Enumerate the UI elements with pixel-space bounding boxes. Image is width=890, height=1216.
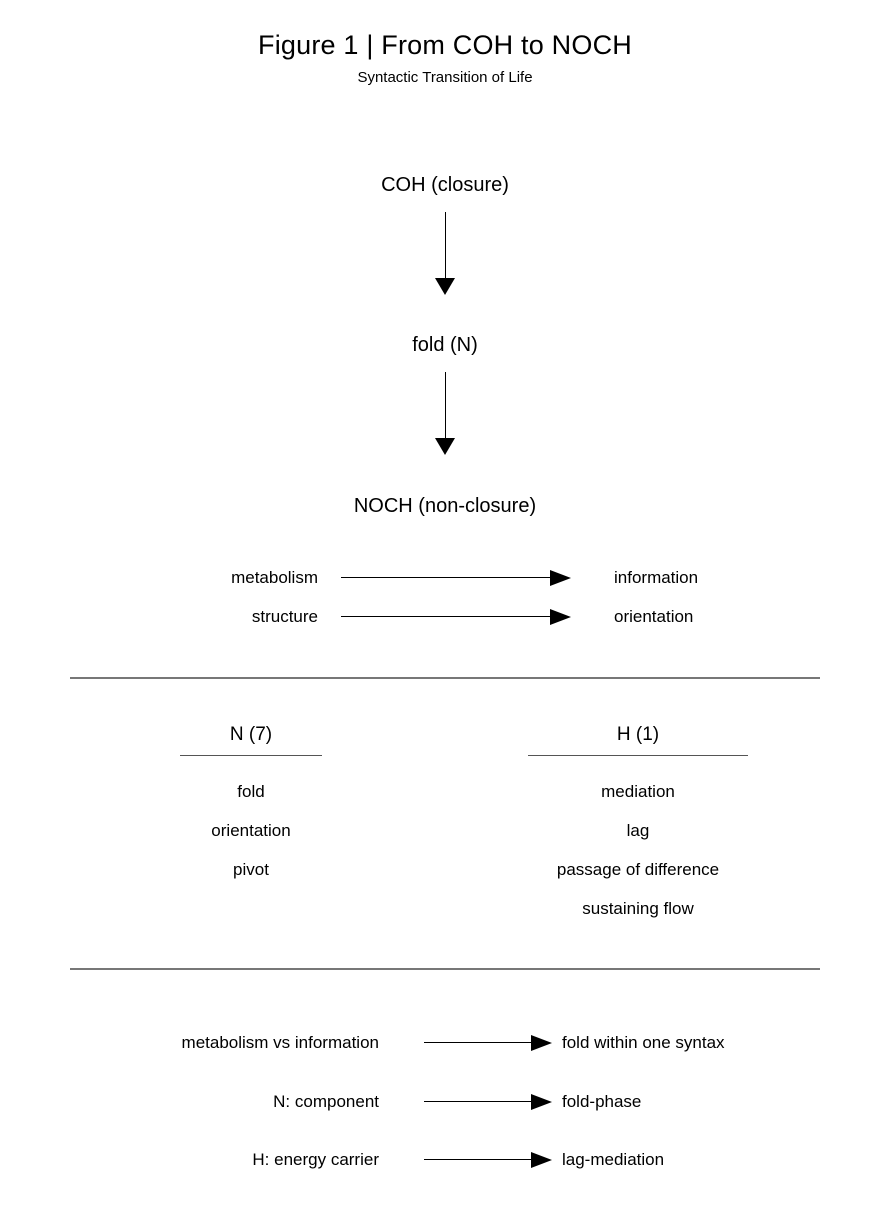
figure-title: Figure 1 | From COH to NOCH bbox=[258, 30, 632, 60]
arrow-right-icon-head bbox=[531, 1152, 552, 1168]
mapping-target-label: orientation bbox=[614, 607, 694, 626]
column-h: H (1) mediation lag passage of differenc… bbox=[518, 722, 758, 928]
column-header-h: H (1) bbox=[616, 724, 660, 745]
chain-node-noch: NOCH (non-closure) bbox=[353, 495, 537, 517]
column-rule bbox=[180, 755, 322, 757]
arrow-down-shaft bbox=[444, 212, 446, 280]
column-item: pivot bbox=[233, 860, 269, 880]
arrow-right-icon-shaft bbox=[341, 616, 550, 618]
bottom-mapping-source-label: H: energy carrier bbox=[252, 1150, 379, 1169]
arrow-right-icon-head bbox=[531, 1094, 552, 1110]
column-item: orientation bbox=[211, 821, 291, 841]
bottom-mapping-target-label: lag-mediation bbox=[562, 1150, 665, 1169]
chain-node-fold: fold (N) bbox=[412, 334, 478, 356]
arrow-right-icon-head bbox=[531, 1035, 552, 1051]
column-item: mediation bbox=[601, 782, 675, 802]
bottom-mapping-source-label: metabolism vs information bbox=[181, 1033, 379, 1052]
mapping-source-label: structure bbox=[251, 607, 318, 626]
bottom-mapping-target-label: fold within one syntax bbox=[562, 1033, 725, 1052]
bottom-mapping-target-label: fold-phase bbox=[562, 1092, 642, 1111]
column-item: sustaining flow bbox=[582, 899, 694, 919]
column-n: N (7) fold orientation pivot bbox=[151, 722, 351, 889]
section-divider bbox=[70, 968, 820, 970]
column-item: lag bbox=[626, 821, 650, 841]
arrow-right-icon-shaft bbox=[424, 1042, 532, 1044]
bottom-mapping-source-label: N: component bbox=[273, 1092, 379, 1111]
arrow-right-icon-shaft bbox=[424, 1159, 532, 1161]
mapping-row: structure orientation bbox=[0, 604, 890, 630]
bottom-mapping-row: H: energy carrier lag-mediation bbox=[0, 1147, 890, 1173]
mapping-target-label: information bbox=[614, 568, 699, 587]
mapping-source-label: metabolism bbox=[231, 568, 318, 587]
mapping-row: metabolism information bbox=[0, 565, 890, 591]
arrow-right-icon-head bbox=[550, 609, 571, 625]
column-rule bbox=[528, 755, 748, 757]
column-item: passage of difference bbox=[556, 860, 720, 880]
figure-subtitle: Syntactic Transition of Life bbox=[357, 69, 533, 86]
arrow-right-icon-shaft bbox=[341, 577, 550, 579]
arrow-down-head bbox=[435, 278, 455, 295]
chain-node-coh: COH (closure) bbox=[381, 174, 509, 196]
column-header-n: N (7) bbox=[229, 724, 273, 745]
arrow-down-shaft bbox=[444, 372, 446, 440]
arrow-right-icon-head bbox=[550, 570, 571, 586]
column-item: fold bbox=[237, 782, 265, 802]
section-divider bbox=[70, 677, 820, 679]
arrow-down-head bbox=[435, 438, 455, 455]
bottom-mapping-row: N: component fold-phase bbox=[0, 1089, 890, 1115]
arrow-right-icon-shaft bbox=[424, 1101, 532, 1103]
bottom-mapping-row: metabolism vs information fold within on… bbox=[0, 1030, 890, 1056]
